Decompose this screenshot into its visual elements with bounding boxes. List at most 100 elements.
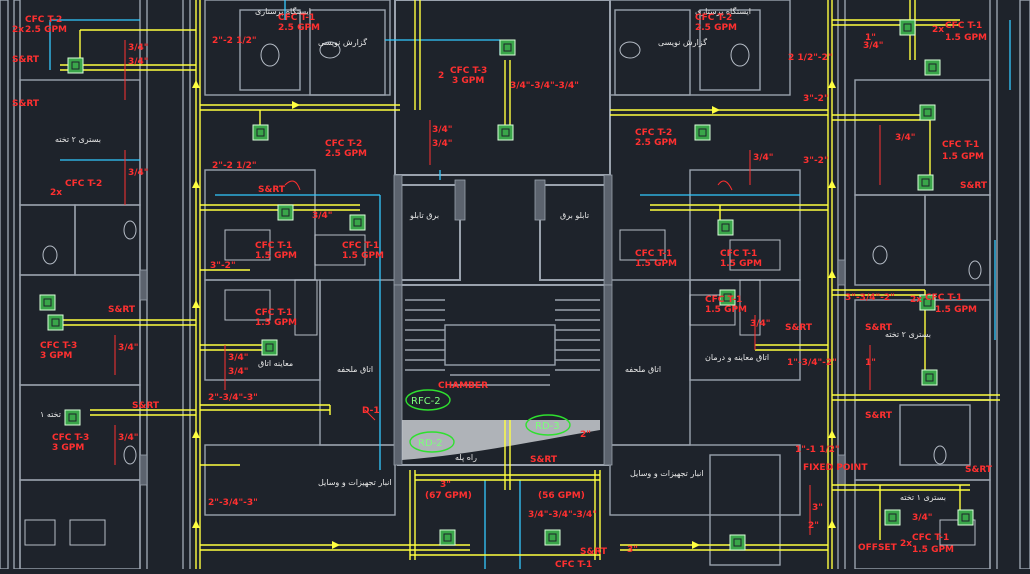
fan-coil-unit-icon xyxy=(919,104,936,121)
unit-gpm: 1.5 GPM xyxy=(942,152,984,162)
room-storage-left: انبار تجهیزات و وسایل xyxy=(318,478,392,487)
fan-coil-unit-inner xyxy=(51,318,60,327)
room-elec-panel-left: برق تابلو xyxy=(409,211,439,220)
fan-coil-unit-icon xyxy=(694,124,711,141)
unit-gpm: 2.5 GPM xyxy=(25,25,67,35)
unit-label: CFC T-2 xyxy=(25,15,62,25)
unit-label: CFC T-2 xyxy=(695,13,732,23)
unit-label: CFC T-1 xyxy=(942,140,979,150)
pipe-size: 3/4" xyxy=(118,343,139,353)
pipe-size: 3/4" xyxy=(228,353,249,363)
fan-coil-unit-icon xyxy=(544,529,561,546)
fan-coil-unit-inner xyxy=(503,43,512,52)
pipe-size: 3/4" xyxy=(895,133,916,143)
room-exam-right: اتاق معاینه و درمان xyxy=(705,353,769,362)
sart-label: S&RT xyxy=(12,55,40,65)
fan-coil-unit-inner xyxy=(68,413,77,422)
sart-label: S&RT xyxy=(865,323,893,333)
pipe-size: 3/4" xyxy=(753,153,774,163)
room-labels: ایستگاه پرستاری ایستگاه پرستاری گزارش نو… xyxy=(40,6,946,502)
pipe-size: 1"-3/4"-2" xyxy=(787,358,837,368)
tag-rfc2-ellipse xyxy=(405,389,451,411)
pipe-size: 3/4" xyxy=(118,433,139,443)
unit-label: CFC T-3 xyxy=(52,433,89,443)
unit-gpm: 1.5 GPM xyxy=(720,259,762,269)
fan-coil-unit-icon xyxy=(67,57,84,74)
fixtures-layer xyxy=(24,41,982,546)
sart-label: S&RT xyxy=(965,465,993,475)
room-report-right: گزارش نویسی xyxy=(658,37,707,47)
fan-coil-unit-inner xyxy=(925,373,934,382)
unit-gpm: 2.5 GPM xyxy=(325,149,367,159)
pipe-size: 3/4" xyxy=(228,367,249,377)
fan-coil-unit-inner xyxy=(921,178,930,187)
fan-coil-unit-icon xyxy=(439,529,456,546)
unit-gpm: 1.5 GPM xyxy=(945,33,987,43)
tag-rd3: RD-3 xyxy=(535,421,560,432)
tag-rd2: RD-2 xyxy=(418,438,443,449)
fan-coil-unit-inner xyxy=(961,513,970,522)
sart-label: S&RT xyxy=(132,401,160,411)
pipe-size: 3/4" xyxy=(750,319,771,329)
pipe-size: 2"-3/4"-3" xyxy=(208,498,258,508)
pipe-size: 2 1/2"-2" xyxy=(788,53,833,63)
unit-label: CFC T-1 xyxy=(255,241,292,251)
pipe-size: 3/4" xyxy=(863,41,884,51)
supply-piping xyxy=(60,0,1000,569)
pipe-size: 3/4" xyxy=(128,168,149,178)
pipe-size: 3"-2" xyxy=(210,261,236,271)
fan-coil-unit-icon xyxy=(47,314,64,331)
unit-gpm: 3 GPM xyxy=(40,351,72,361)
fan-coil-unit-icon xyxy=(884,509,901,526)
unit-label: CFC T-3 xyxy=(40,341,77,351)
unit-label: CFC T-2 xyxy=(325,139,362,149)
d1-label: D-1 xyxy=(362,406,380,416)
unit-label: CFC T-2 xyxy=(635,128,672,138)
stair-note: راه پله xyxy=(455,453,477,462)
pipe-size: 3" xyxy=(440,480,451,490)
sart-label: S&RT xyxy=(108,305,136,315)
fan-coil-unit-icon xyxy=(729,534,746,551)
unit-label: 2x xyxy=(900,539,912,549)
unit-gpm: 2.5 GPM xyxy=(635,138,677,148)
unit-gpm: 1.5 GPM xyxy=(912,545,954,555)
hatched-walls xyxy=(139,174,846,486)
unit-label: CFC T-2 xyxy=(65,179,102,189)
room-elec-panel-right: تابلو برق xyxy=(560,211,589,220)
sart-label: S&RT xyxy=(258,185,286,195)
fan-coil-unit-inner xyxy=(501,128,510,137)
fan-coil-unit-inner xyxy=(256,128,265,137)
pipe-size: 3/4"-3/4"-3/4" xyxy=(528,510,597,520)
pipe-size: 1"-1 1/2" xyxy=(795,445,840,455)
sart-label: S&RT xyxy=(580,547,608,557)
room-bed2-right: بستری ۲ تخته xyxy=(885,330,931,339)
pipe-size: 2"-2 1/2" xyxy=(212,36,257,46)
room-report-left: گزارش نویسی xyxy=(318,37,367,47)
pipe-size: 2" xyxy=(808,521,819,531)
pipe-size: 3/4" xyxy=(312,211,333,221)
sart-labels: S&RT S&RT S&RT S&RT S&RT S&RT S&RT S&RT … xyxy=(12,55,993,557)
fan-coil-unit-icon xyxy=(349,214,366,231)
fan-coil-unit-inner xyxy=(733,538,742,547)
tag-chamber: CHAMBER xyxy=(438,381,488,391)
flow-arrows xyxy=(192,80,836,549)
pipe-size: 3/4" xyxy=(128,57,149,67)
pipe-size: 1" xyxy=(865,33,876,43)
unit-gpm: 1.5 GPM xyxy=(935,305,977,315)
fan-coil-unit-inner xyxy=(928,63,937,72)
unit-label: CFC T-1 xyxy=(255,308,292,318)
unit-gpm: 1.5 GPM xyxy=(342,251,384,261)
core-ramp-hatch xyxy=(402,420,600,460)
fixed-point-label: FIXED POINT xyxy=(803,463,868,473)
fan-coil-unit-inner xyxy=(265,343,274,352)
tag-rd2-ellipse xyxy=(409,431,455,453)
fan-coil-unit-icon xyxy=(64,409,81,426)
fan-coil-units xyxy=(39,19,974,551)
equipment-tags: RFC-2 RD-2 RD-3 CHAMBER xyxy=(405,381,571,453)
pipe-size: 1" xyxy=(865,358,876,368)
unit-label: CFC T-3 xyxy=(450,66,487,76)
unit-label: 2x xyxy=(12,25,24,35)
room-bed2-left: بستری ۲ تخته xyxy=(55,135,101,144)
unit-label: CFC T-1 xyxy=(635,249,672,259)
fan-coil-unit-inner xyxy=(548,533,557,542)
